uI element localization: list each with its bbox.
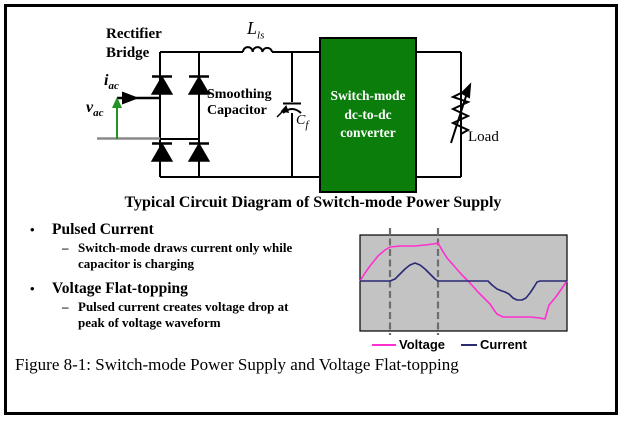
capacitor-pointer-icon: [276, 105, 290, 118]
converter-line-2: dc-to-dc: [344, 106, 392, 122]
converter-line-1: Switch-mode: [330, 88, 406, 104]
diode-icons: [150, 75, 211, 162]
bullet-item: • Voltage Flat-topping: [30, 279, 360, 298]
vac-arrow-icon: [112, 97, 122, 139]
current-legend-swatch: [461, 343, 477, 346]
bullet-label: Pulsed Current: [52, 221, 154, 238]
smoothing-capacitor-label: Smoothing Capacitor: [207, 87, 272, 118]
circuit-diagram: [97, 46, 472, 178]
capacitor-value-label: Cf: [296, 113, 309, 131]
voltage-legend-label: Voltage: [399, 337, 445, 352]
sub-bullet-marker: –: [62, 299, 69, 314]
vac-label: vac: [86, 99, 104, 120]
inductor-icon: [242, 46, 273, 53]
load-icon: [450, 82, 472, 144]
converter-box: Switch-mode dc-to-dc converter: [319, 37, 417, 193]
bullet-marker: •: [30, 222, 35, 237]
iac-label: iac: [104, 72, 119, 93]
slide-border: [4, 4, 618, 415]
circuit-caption: Typical Circuit Diagram of Switch-mode P…: [124, 194, 502, 211]
sub-bullet-marker: –: [62, 240, 69, 255]
figure-caption: Figure 8-1: Switch-mode Power Supply and…: [15, 355, 459, 374]
bullet-subitem: – Switch-mode draws current only while c…: [62, 240, 360, 271]
converter-line-3: converter: [340, 125, 396, 141]
bullet-item: • Pulsed Current: [30, 220, 360, 239]
sub-bullet-text: Pulsed current creates voltage drop at p…: [78, 299, 289, 330]
chart-plot-area: [359, 234, 568, 332]
current-waveform: [360, 262, 567, 301]
iac-arrow-icon: [122, 91, 139, 105]
voltage-waveform: [359, 242, 568, 320]
sub-bullet-text: Switch-mode draws current only while cap…: [78, 240, 293, 271]
load-label: Load: [468, 129, 499, 145]
bullet-marker: •: [30, 281, 35, 296]
waveform-chart: [359, 228, 568, 335]
rectifier-bridge-label: Rectifier Bridge: [106, 26, 162, 61]
bullet-list: • Pulsed Current – Switch-mode draws cur…: [30, 220, 360, 330]
chart-legend: Voltage Current: [372, 337, 527, 352]
inductor-label: Lls: [247, 18, 265, 42]
bullet-label: Voltage Flat-topping: [52, 280, 188, 297]
current-legend-label: Current: [480, 337, 527, 352]
voltage-legend-swatch: [372, 343, 396, 346]
bullet-subitem: – Pulsed current creates voltage drop at…: [62, 299, 360, 330]
